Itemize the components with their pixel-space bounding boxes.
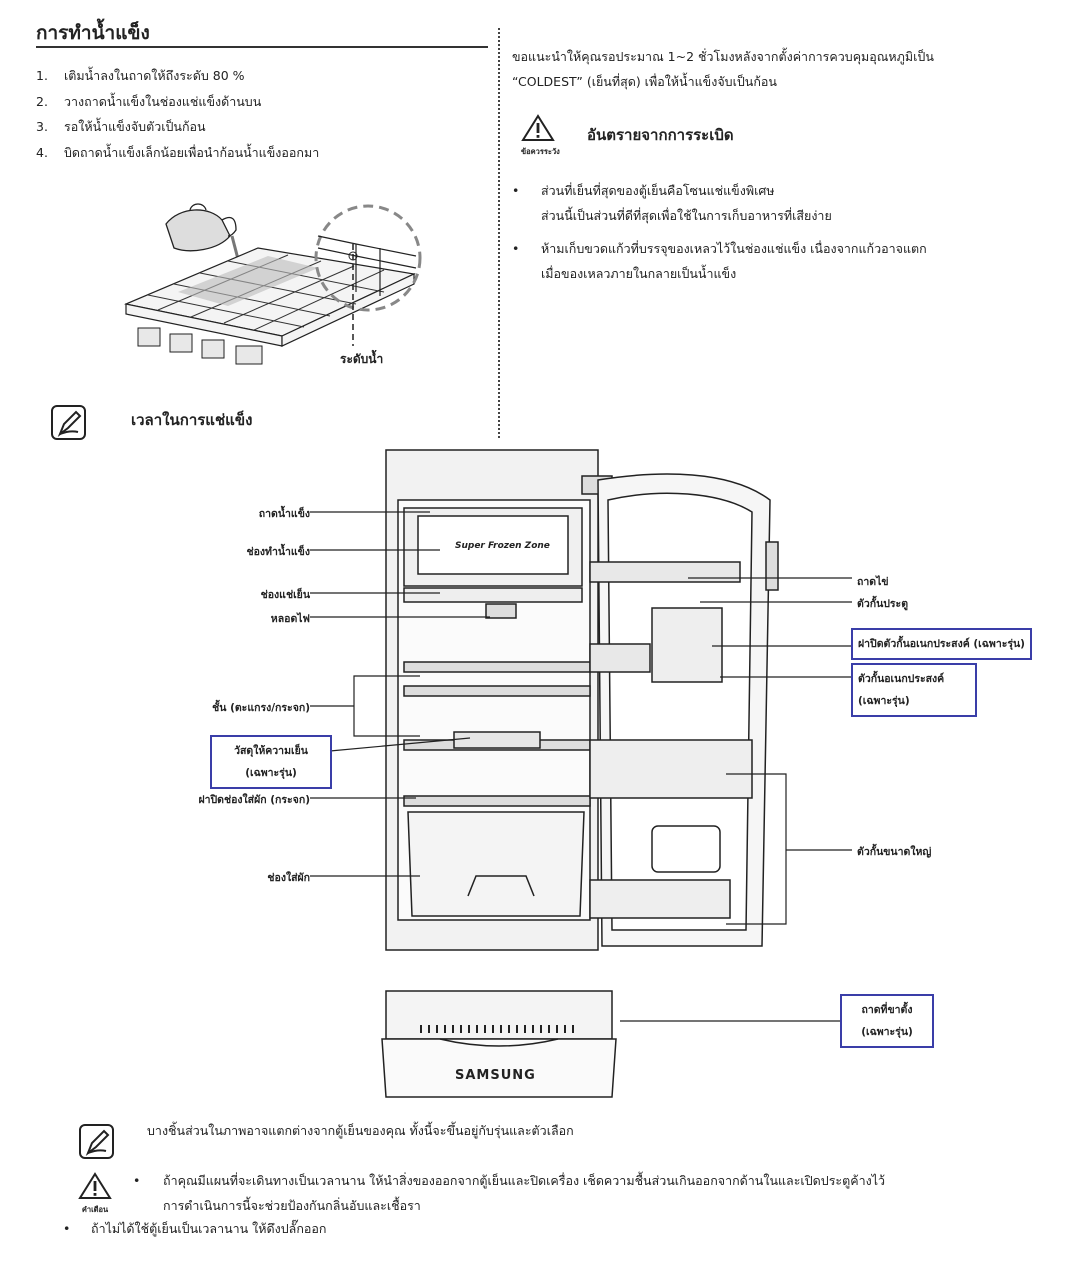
label-chiller: ช่องแช่เย็น [260, 589, 310, 601]
caution-label: ข้อควรระวัง [521, 147, 560, 156]
ice-steps-list: 1.เติมน้ำลงในถาดให้ถึงระดับ 80 % 2.วางถา… [36, 63, 319, 165]
unplug-text: ถ้าไม่ได้ใช้ตู้เย็นเป็นเวลานาน ให้ดึงปลั… [91, 1221, 327, 1236]
bullet: • [63, 1221, 71, 1236]
list-item: 1.เติมน้ำลงในถาดให้ถึงระดับ 80 % [36, 68, 245, 83]
warning-list: • ส่วนที่เย็นที่สุดของตู้เย็นคือโซนแช่แข… [512, 178, 992, 294]
label-shelves: ชั้น (ตะแกรง/กระจก) [212, 702, 310, 714]
warning-title: อันตรายจากการระเบิด [587, 126, 734, 144]
caution-block: คำเตือน [78, 1172, 112, 1216]
freezer-badge: Super Frozen Zone [455, 541, 550, 551]
caution-block: ข้อควรระวัง [521, 114, 560, 158]
fridge-diagram [310, 449, 852, 951]
note-text: บางชิ้นส่วนในภาพอาจแตกต่างจากตู้เย็นของค… [147, 1123, 574, 1138]
list-item: • ห้ามเก็บขวดแก้วที่บรรจุของเหลวไว้ในช่อ… [512, 241, 927, 281]
label-multi-cover: ฝาปิดตัวกั้นอเนกประสงค์ (เฉพาะรุ่น) [851, 628, 1032, 660]
ice-tray-illustration [123, 203, 422, 365]
warning-triangle-icon [521, 114, 555, 141]
stand-tray-illustration [381, 990, 840, 1098]
label-ice-maker: ช่องทำน้ำแข็ง [246, 546, 310, 558]
brand-logo: SAMSUNG [455, 1068, 536, 1083]
label-lamp: หลอดไฟ [270, 613, 310, 625]
list-item: • ส่วนที่เย็นที่สุดของตู้เย็นคือโซนแช่แข… [512, 183, 832, 223]
warning-triangle-icon [78, 1172, 112, 1199]
label-stand-tray: ถาดที่ขาตั้ง (เฉพาะรุ่น) [840, 994, 934, 1048]
list-item: 2.วางถาดน้ำแข็งในช่องแช่แข็งด้านบน [36, 93, 262, 109]
column-divider [498, 28, 500, 438]
caution-text: ถ้าคุณมีแผนที่จะเดินทางเป็นเวลานาน ให้นำ… [163, 1173, 886, 1213]
label-cooling-pack: วัสดุให้ความเย็น (เฉพาะรุ่น) [210, 735, 332, 789]
label-ice-tray: ถาดน้ำแข็ง [258, 508, 310, 520]
tip-paragraph: ขอแนะนำให้คุณรอประมาณ 1~2 ชั่วโมงหลังจาก… [512, 49, 934, 89]
note-icon [79, 1124, 114, 1159]
label-crisper: ช่องใส่ผัก [267, 872, 310, 884]
label-door-guard: ตัวกั้นประตู [857, 598, 909, 610]
section-title: การทำน้ำแข็ง [36, 22, 150, 44]
label-multi-guard: ตัวกั้นอเนกประสงค์ (เฉพาะรุ่น) [851, 663, 977, 717]
freezing-time-title: เวลาในการแช่แข็ง [131, 411, 253, 429]
bullet: • [133, 1173, 141, 1188]
list-item: 4.บิดถาดน้ำแข็งเล็กน้อยเพื่อนำก้อนน้ำแข็… [36, 144, 320, 160]
label-egg-tray: ถาดไข่ [857, 576, 889, 588]
note-icon [51, 405, 86, 440]
label-large-guard: ตัวกั้นขนาดใหญ่ [857, 846, 932, 858]
label-crisper-cover: ฝาปิดช่องใส่ผัก (กระจก) [198, 794, 310, 806]
list-item: 3.รอให้น้ำแข็งจับตัวเป็นก้อน [36, 119, 206, 134]
title-underline [36, 46, 488, 48]
water-level-label: ระดับน้ำ [340, 352, 384, 366]
caution-label: คำเตือน [81, 1205, 109, 1214]
